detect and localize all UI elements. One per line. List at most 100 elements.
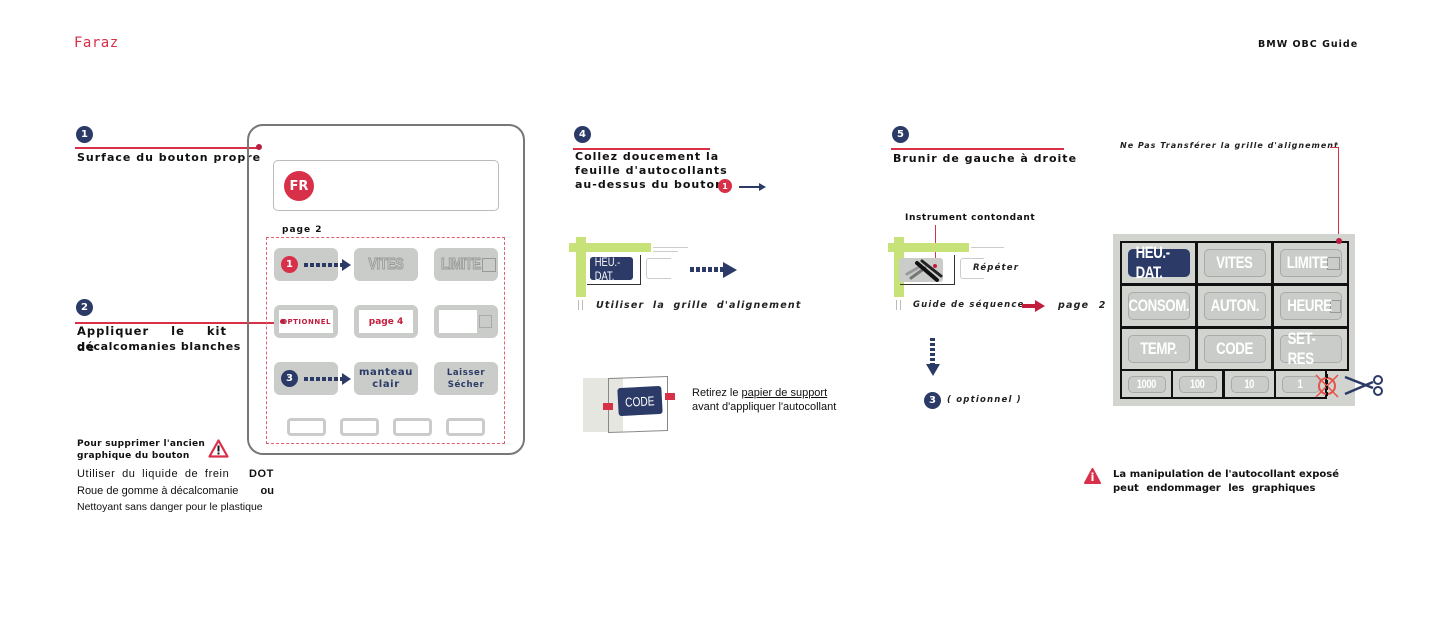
leader-dot bbox=[280, 319, 285, 324]
instruction-text: avant d'appliquer l'autocollant bbox=[692, 401, 837, 413]
page-label: page 2 bbox=[282, 225, 323, 235]
code-decal: CODE bbox=[617, 385, 663, 417]
brand-logo: Faraz bbox=[74, 35, 119, 51]
step-1-marker: 1 bbox=[281, 256, 298, 273]
step-4-badge: 4 bbox=[574, 126, 591, 143]
decal-10[interactable]: 10 bbox=[1230, 375, 1269, 393]
instruction-line: Nettoyant sans danger pour le plastique bbox=[77, 501, 263, 513]
decal-temp[interactable]: TEMP. bbox=[1127, 335, 1190, 363]
button-label: manteau bbox=[359, 366, 413, 378]
page-2-region bbox=[266, 237, 505, 444]
red-arrow-line bbox=[1022, 304, 1036, 308]
repeat-label: Répéter bbox=[973, 263, 1020, 273]
small-button[interactable] bbox=[287, 418, 326, 436]
button-label: VITES bbox=[368, 255, 404, 273]
decal-label: CONSOM. bbox=[1128, 296, 1189, 315]
decal-label: LIMITE bbox=[1286, 253, 1329, 272]
neighbor-outline bbox=[960, 258, 984, 279]
step-2-title-line1: Appliquer le kit de bbox=[77, 324, 227, 354]
warning-icon bbox=[208, 439, 229, 458]
decal-code[interactable]: CODE bbox=[1203, 335, 1266, 363]
decal-label: CODE bbox=[1216, 339, 1253, 358]
grid-warning-note: Ne Pas Transférer la grille d'alignement bbox=[1120, 141, 1339, 150]
panel-button-step1[interactable]: 1 bbox=[274, 248, 338, 281]
guide-line bbox=[653, 251, 678, 252]
guide-line bbox=[971, 247, 1004, 248]
decal-limite[interactable]: LIMITE bbox=[1279, 249, 1342, 277]
leader-line bbox=[891, 148, 1064, 150]
instruction-line: Roue de gomme à décalcomanie bbox=[77, 484, 239, 497]
warning-line: peut endommager les graphiques bbox=[1113, 483, 1316, 494]
small-button[interactable] bbox=[340, 418, 379, 436]
panel-button-page4[interactable]: page 4 bbox=[354, 305, 418, 338]
arrow-line bbox=[739, 186, 761, 188]
decal-auton[interactable]: AUTON. bbox=[1203, 292, 1266, 320]
info-warning-icon bbox=[1084, 468, 1101, 484]
title-line: Collez doucement la bbox=[575, 150, 720, 163]
instruction-bold: ou bbox=[260, 484, 274, 497]
page-title: BMW OBC Guide bbox=[1258, 39, 1359, 50]
button-panel bbox=[247, 124, 525, 455]
grid-frame bbox=[900, 255, 955, 285]
sequence-caption: Guide de séquence bbox=[913, 300, 1025, 310]
down-arrow-head bbox=[926, 364, 940, 376]
decal-vites[interactable]: VITES bbox=[1203, 249, 1266, 277]
removal-title-line1: Pour supprimer l'ancien bbox=[77, 439, 206, 449]
small-button[interactable] bbox=[446, 418, 485, 436]
backing-instruction: Retirez le papier de support avant d'app… bbox=[692, 386, 836, 414]
button-label: Laisser bbox=[446, 367, 486, 378]
tab-marker bbox=[603, 403, 613, 410]
tick-marks bbox=[578, 300, 583, 310]
panel-button-limite[interactable]: LIMITE bbox=[434, 248, 498, 281]
display-screen bbox=[273, 160, 499, 211]
arrow-head bbox=[342, 259, 351, 271]
blank-label bbox=[439, 310, 477, 333]
step-5-title: Brunir de gauche à droite bbox=[893, 152, 1078, 165]
step-4-title: Collez doucement la feuille d'autocollan… bbox=[575, 150, 728, 192]
language-badge: FR bbox=[284, 171, 314, 201]
decal-heure[interactable]: HEURE bbox=[1279, 292, 1342, 320]
backing-paper-term: papier de support bbox=[741, 387, 828, 399]
small-button[interactable] bbox=[393, 418, 432, 436]
removal-title: Pour supprimer l'ancien graphique du bou… bbox=[77, 438, 205, 462]
step-3-marker: 3 bbox=[281, 370, 298, 387]
leader-line bbox=[573, 148, 710, 150]
button-label: OPTIONNEL bbox=[279, 310, 333, 333]
note-leader bbox=[1338, 147, 1339, 241]
tool-label: Instrument contondant bbox=[905, 213, 1036, 223]
warning-line: La manipulation de l'autocollant exposé bbox=[1113, 469, 1339, 480]
step-3-reference: 3 bbox=[924, 392, 941, 409]
heu-dat-decal: HEU.-DAT. bbox=[590, 255, 633, 283]
arrow-head bbox=[759, 183, 766, 191]
sheet-cell: HEURE bbox=[1272, 284, 1349, 328]
checkbox-icon bbox=[1326, 256, 1340, 270]
decal-1000[interactable]: 1000 bbox=[1127, 375, 1166, 393]
step-2-badge: 2 bbox=[76, 299, 93, 316]
decal-setres[interactable]: SET-RES bbox=[1279, 329, 1342, 368]
decal-label: TEMP. bbox=[1140, 339, 1177, 358]
decal-label: 1 bbox=[1298, 377, 1303, 391]
optional-label: ( optionnel ) bbox=[947, 395, 1022, 405]
panel-button-vites[interactable]: VITES bbox=[354, 248, 418, 281]
decal-label: SET-RES bbox=[1287, 329, 1316, 368]
panel-button-blank[interactable] bbox=[434, 305, 498, 338]
decal-label: HEURE bbox=[1286, 296, 1332, 315]
sheet-cell: 100 bbox=[1171, 369, 1224, 399]
decal-label: 1000 bbox=[1136, 377, 1157, 391]
tick-marks bbox=[896, 300, 901, 310]
decal-100[interactable]: 100 bbox=[1178, 375, 1217, 393]
sheet-cell: LIMITE bbox=[1272, 241, 1349, 285]
decal-label: VITES bbox=[1216, 253, 1253, 272]
dashed-arrow bbox=[690, 267, 725, 272]
scissors-icon bbox=[1344, 375, 1383, 396]
leader-line bbox=[75, 322, 283, 324]
handling-warning: La manipulation de l'autocollant exposé … bbox=[1113, 468, 1339, 496]
decal-heudat[interactable]: HEU.-DAT. bbox=[1127, 243, 1190, 282]
decal-consom[interactable]: CONSOM. bbox=[1127, 292, 1190, 320]
decal-label: 10 bbox=[1244, 377, 1255, 391]
instruction-line: Utiliser du liquide de frein bbox=[77, 468, 230, 480]
decal-label: 100 bbox=[1190, 377, 1205, 391]
